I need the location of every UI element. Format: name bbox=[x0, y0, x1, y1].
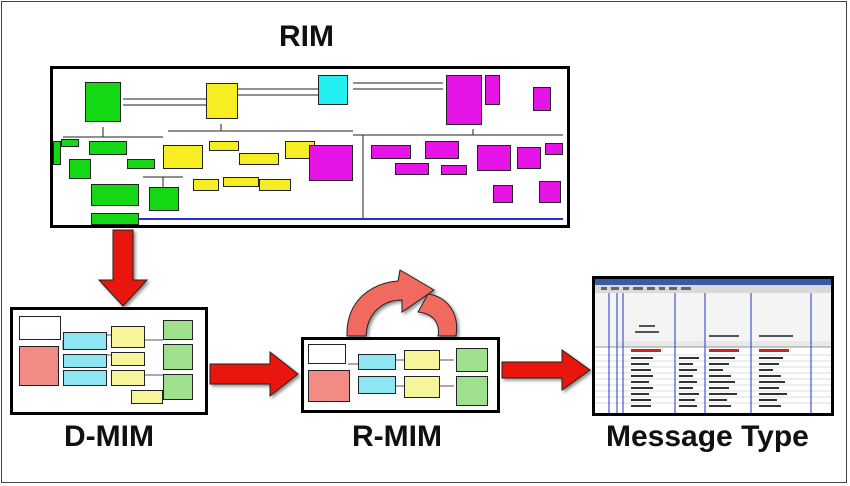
rmim-connector-lines bbox=[348, 359, 454, 387]
rim-connector-lines bbox=[63, 82, 563, 220]
dmim-class-green bbox=[163, 374, 193, 400]
rim-class-magenta bbox=[446, 75, 482, 125]
rmim-diagram-panel bbox=[301, 337, 500, 413]
rim-class-magenta bbox=[539, 181, 561, 203]
dmim-class-green bbox=[163, 320, 193, 340]
rim-label: RIM bbox=[279, 20, 334, 53]
dmim-class-salmon bbox=[19, 346, 59, 386]
dmim-class-cyan bbox=[63, 332, 107, 350]
rim-class-yellow bbox=[223, 177, 259, 187]
rim-class-yellow bbox=[206, 83, 238, 119]
rim-class-magenta bbox=[493, 185, 513, 203]
rim-class-magenta bbox=[517, 147, 541, 169]
rim-class-magenta bbox=[485, 75, 500, 105]
dmim-diagram-panel bbox=[10, 307, 208, 415]
rim-class-green bbox=[91, 184, 139, 206]
rim-class-magenta bbox=[477, 145, 511, 171]
rmim-class-green bbox=[456, 348, 488, 372]
rim-class-yellow bbox=[239, 153, 279, 165]
rim-diagram-panel bbox=[50, 66, 570, 228]
rim-class-magenta bbox=[533, 87, 551, 111]
rim-class-green bbox=[149, 187, 179, 211]
rmim-class-cyan bbox=[358, 376, 396, 394]
dmim-class-yellow bbox=[111, 352, 145, 366]
rim-class-green bbox=[89, 141, 127, 155]
dmim-class-green bbox=[163, 344, 193, 370]
dmim-class-yellow bbox=[131, 390, 163, 404]
rmim-class-green bbox=[456, 376, 488, 406]
rim-class-yellow bbox=[209, 141, 239, 151]
rmim-class-cyan bbox=[358, 354, 396, 370]
rim-class-yellow bbox=[193, 179, 219, 191]
rim-class-cyan bbox=[318, 75, 348, 105]
dmim-entry-point-box bbox=[19, 316, 61, 340]
rim-class-magenta bbox=[441, 165, 467, 175]
spreadsheet-grid bbox=[595, 279, 831, 413]
rim-class-green bbox=[61, 139, 79, 147]
dmim-class-yellow bbox=[111, 370, 145, 386]
rmim-class-salmon bbox=[308, 370, 350, 402]
rmim-class-yellow bbox=[404, 350, 440, 370]
rim-class-green bbox=[69, 159, 91, 179]
dmim-class-cyan bbox=[63, 370, 107, 386]
rim-class-green bbox=[53, 141, 61, 165]
dmim-label: D-MIM bbox=[64, 420, 154, 453]
rim-class-yellow bbox=[163, 145, 203, 169]
dmim-class-cyan bbox=[63, 354, 107, 368]
rim-class-magenta bbox=[545, 143, 563, 155]
dmim-class-yellow bbox=[111, 326, 145, 348]
message-type-label: Message Type bbox=[606, 420, 809, 453]
rim-class-yellow bbox=[259, 179, 291, 191]
rim-class-magenta bbox=[371, 145, 411, 159]
rim-class-magenta bbox=[395, 163, 429, 175]
rim-class-green bbox=[91, 213, 139, 225]
message-type-spreadsheet-panel bbox=[592, 276, 834, 416]
rim-class-magenta bbox=[309, 145, 353, 181]
rim-class-green bbox=[85, 82, 121, 122]
rim-class-green bbox=[127, 159, 155, 169]
rim-class-magenta bbox=[425, 141, 459, 159]
rmim-label: R-MIM bbox=[352, 420, 442, 453]
rmim-class-yellow bbox=[404, 376, 440, 398]
rmim-entry-point-box bbox=[308, 344, 346, 364]
